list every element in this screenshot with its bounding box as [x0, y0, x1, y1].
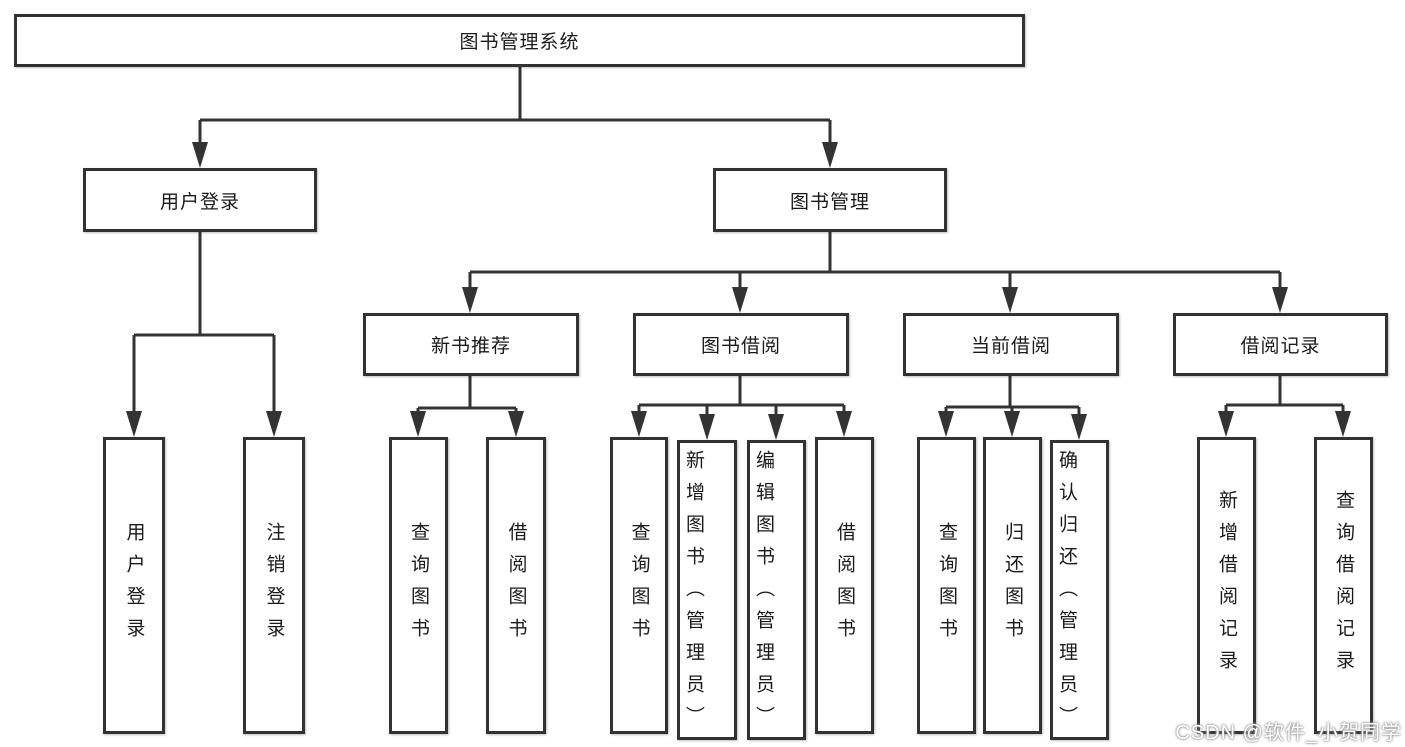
node-label: 确认归还（管理员）: [1056, 450, 1077, 738]
leaf-query-borrow-record: 查询借阅记录: [1314, 437, 1373, 734]
leaf-query-books-borrow: 查询图书: [610, 437, 668, 734]
leaf-add-books-admin: 新增图书（管理员）: [677, 440, 737, 740]
node-book-management: 图书管理: [713, 168, 947, 232]
node-new-book-recommendation: 新书推荐: [363, 313, 579, 376]
node-label: 图书借阅: [700, 336, 781, 357]
leaf-query-books-current: 查询图书: [917, 437, 976, 734]
node-library-management-system: 图书管理系统: [14, 14, 1025, 67]
node-current-borrowing: 当前借阅: [903, 313, 1119, 376]
node-book-borrowing: 图书借阅: [633, 313, 849, 376]
node-label: 借阅记录: [1240, 336, 1321, 357]
node-label: 归还图书: [1002, 521, 1023, 650]
node-label: 用户登录: [159, 191, 240, 213]
node-label: 图书管理系统: [459, 32, 580, 53]
leaf-user-login: 用户登录: [103, 437, 165, 734]
leaf-borrow-books-recommend: 借阅图书: [486, 437, 546, 734]
node-label: 查询借阅记录: [1333, 489, 1354, 682]
leaf-edit-books-admin: 编辑图书（管理员）: [747, 440, 806, 740]
leaf-query-books-recommend: 查询图书: [389, 437, 448, 734]
node-user-login: 用户登录: [83, 168, 317, 232]
node-label: 编辑图书（管理员）: [753, 450, 774, 738]
node-label: 借阅图书: [834, 521, 855, 650]
node-label: 查询图书: [628, 521, 650, 650]
node-label: 查询图书: [408, 521, 429, 650]
node-label: 当前借阅: [970, 336, 1051, 357]
leaf-return-books: 归还图书: [983, 437, 1042, 734]
leaf-borrow-books: 借阅图书: [815, 437, 874, 734]
leaf-add-borrow-record: 新增借阅记录: [1197, 437, 1256, 734]
node-label: 新增借阅记录: [1216, 489, 1237, 682]
node-label: 新增图书（管理员）: [683, 450, 704, 738]
node-label: 借阅图书: [505, 521, 527, 650]
tree-edges: [132, 67, 1345, 420]
leaf-confirm-return-admin: 确认归还（管理员）: [1050, 440, 1109, 740]
csdn-watermark: CSDN @软件_小贺同学: [1175, 722, 1402, 744]
node-label: 注销登录: [263, 521, 285, 650]
node-label: 用户登录: [123, 521, 145, 650]
node-label: 查询图书: [936, 521, 957, 650]
node-label: 新书推荐: [430, 336, 511, 357]
leaf-logout: 注销登录: [243, 437, 305, 734]
node-label: 图书管理: [789, 191, 870, 213]
node-borrowing-records: 借阅记录: [1173, 313, 1388, 376]
arrowheads: [126, 142, 1351, 440]
